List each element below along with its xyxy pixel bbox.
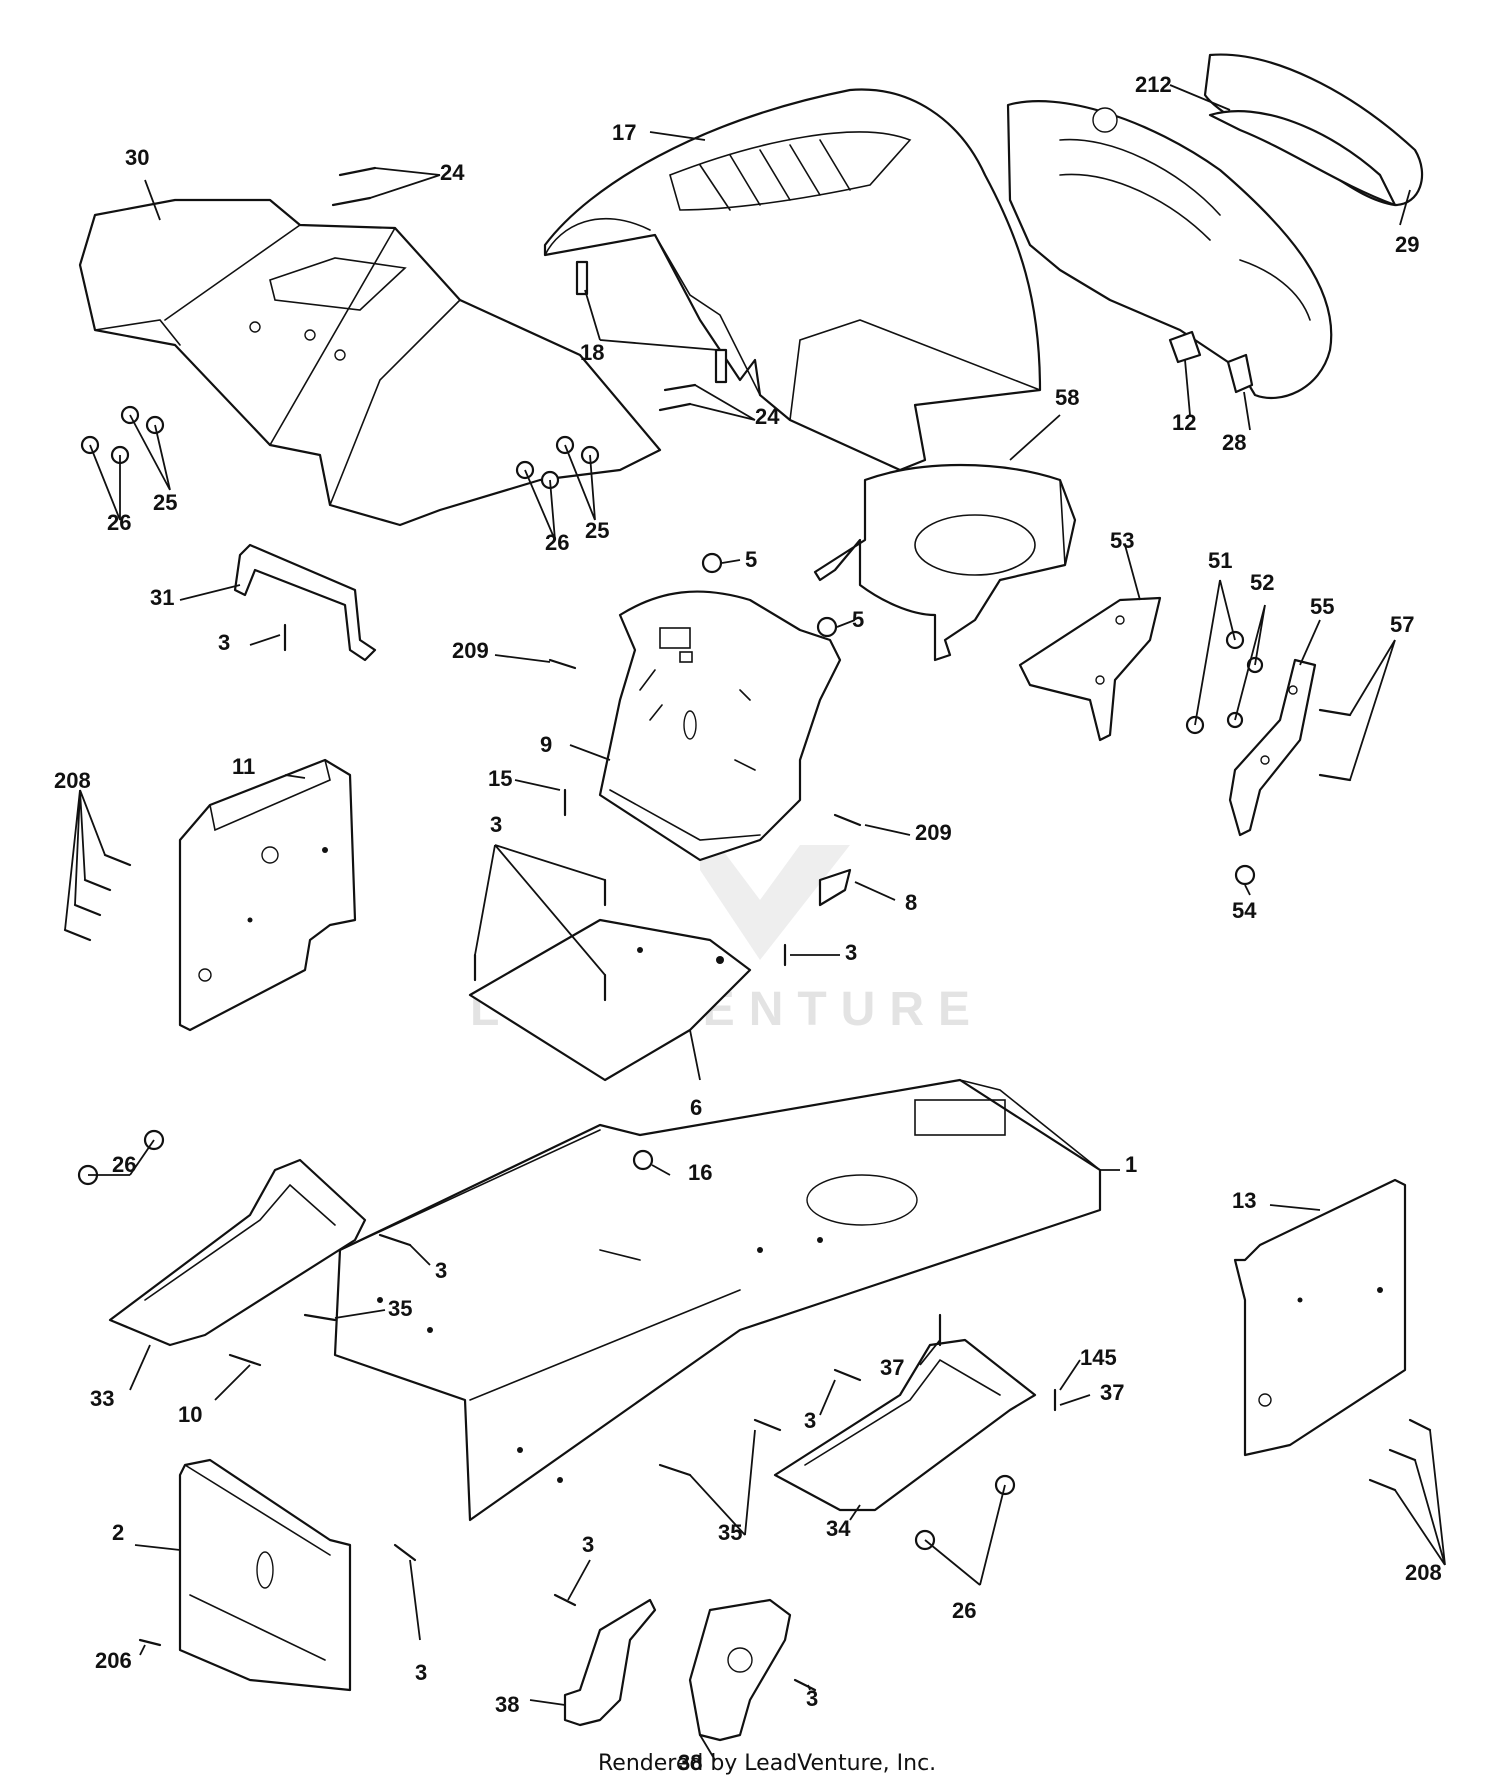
callout-5[interactable]: 5 [852,607,864,632]
callout-212[interactable]: 212 [1135,72,1172,97]
callout-16[interactable]: 16 [688,1160,712,1185]
callout-54[interactable]: 54 [1232,898,1257,923]
callout-55[interactable]: 55 [1310,594,1334,619]
callout-11[interactable]: 11 [232,754,255,779]
callout-17[interactable]: 17 [612,120,636,145]
part-17-hood[interactable] [543,88,1042,472]
part-31-bracket[interactable] [233,543,377,662]
callout-208[interactable]: 208 [1405,1560,1442,1585]
callout-209[interactable]: 209 [452,638,489,663]
part-11-side-panel[interactable] [178,758,357,1032]
callout-57[interactable]: 57 [1390,612,1414,637]
part-58-shroud[interactable] [813,463,1077,662]
leader-lines [64,84,1446,1761]
callout-3[interactable]: 3 [415,1660,427,1685]
callout-35[interactable]: 35 [388,1296,412,1321]
callout-18[interactable]: 18 [580,340,604,365]
callout-6[interactable]: 6 [690,1095,702,1120]
callout-26[interactable]: 26 [107,510,131,535]
callout-58[interactable]: 58 [1055,385,1079,410]
part-55-bracket[interactable] [1228,658,1317,837]
part-12-clip[interactable] [1168,330,1202,364]
callout-9[interactable]: 9 [540,732,552,757]
callout-2[interactable]: 2 [112,1520,124,1545]
callout-145[interactable]: 145 [1080,1345,1117,1370]
callout-208[interactable]: 208 [54,768,91,793]
fasteners [63,166,1432,1692]
callout-3[interactable]: 3 [435,1258,447,1283]
callout-13[interactable]: 13 [1232,1188,1256,1213]
callout-37[interactable]: 37 [1100,1380,1124,1405]
callout-35[interactable]: 35 [718,1520,742,1545]
callout-3[interactable]: 3 [490,812,502,837]
callout-53[interactable]: 53 [1110,528,1134,553]
callout-15[interactable]: 15 [488,766,512,791]
callout-3[interactable]: 3 [804,1408,816,1433]
callout-24[interactable]: 24 [755,404,780,429]
callout-26[interactable]: 26 [112,1152,136,1177]
callout-28[interactable]: 28 [1222,430,1246,455]
callout-8[interactable]: 8 [905,890,917,915]
part-28-bracket[interactable] [1226,353,1254,394]
callout-52[interactable]: 52 [1250,570,1274,595]
part-9-dash-panel[interactable] [598,590,842,862]
part-6-floor-plate[interactable] [468,918,752,1082]
part-1-frame[interactable] [333,1078,1102,1522]
callout-38[interactable]: 38 [495,1692,519,1717]
part-38-right-bracket[interactable] [688,1598,792,1742]
part-29-headlight-lens[interactable] [1203,53,1424,207]
callout-1[interactable]: 1 [1125,1152,1137,1177]
callout-30[interactable]: 30 [125,145,149,170]
callout-3[interactable]: 3 [582,1532,594,1557]
part-34-footrest[interactable] [773,1338,1037,1512]
callout-34[interactable]: 34 [826,1516,851,1541]
part-8-clip[interactable] [818,868,852,907]
part-53-bracket[interactable] [1018,596,1162,742]
callout-25[interactable]: 25 [585,518,609,543]
callout-25[interactable]: 25 [153,490,177,515]
callout-29[interactable]: 29 [1395,232,1419,257]
part-13-side-panel[interactable] [1233,1178,1407,1457]
callout-26[interactable]: 26 [545,530,569,555]
footer-credit: Rendered by LeadVenture, Inc. [598,1751,936,1776]
callout-26[interactable]: 26 [952,1598,976,1623]
callout-3[interactable]: 3 [218,630,230,655]
part-212-grille[interactable] [1006,100,1333,400]
callout-24[interactable]: 24 [440,160,465,185]
callout-206[interactable]: 206 [95,1648,132,1673]
callout-3[interactable]: 3 [806,1686,818,1711]
part-33-footrest[interactable] [108,1158,367,1347]
part-30-rear-fender[interactable] [78,198,662,527]
callout-51[interactable]: 51 [1208,548,1232,573]
callout-37[interactable]: 37 [880,1355,904,1380]
part-2-battery-bracket[interactable] [178,1458,352,1692]
callout-12[interactable]: 12 [1172,410,1196,435]
callout-5[interactable]: 5 [745,547,757,572]
callout-31[interactable]: 31 [150,585,174,610]
callout-209[interactable]: 209 [915,820,952,845]
callout-10[interactable]: 10 [178,1402,202,1427]
callout-33[interactable]: 33 [90,1386,114,1411]
part-38-left-bracket[interactable] [563,1598,657,1727]
callout-38[interactable]: 38 [678,1750,702,1775]
callout-3[interactable]: 3 [845,940,857,965]
